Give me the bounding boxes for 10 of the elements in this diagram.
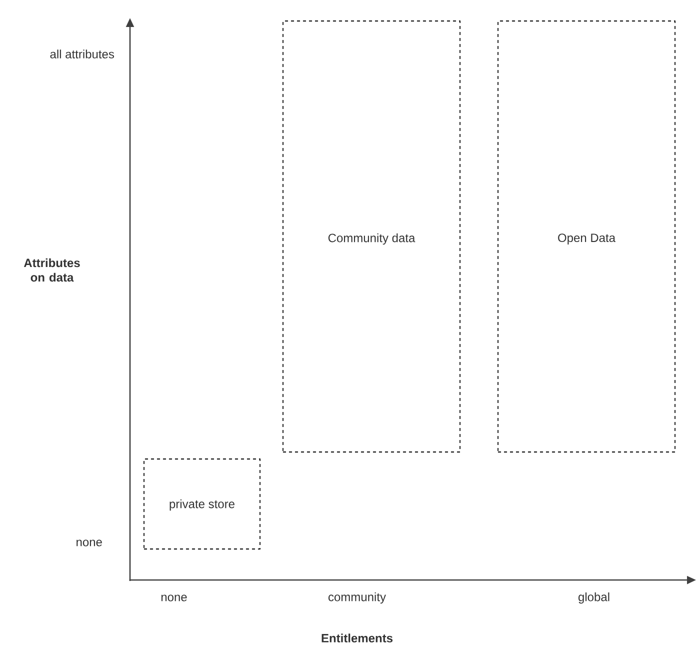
dashed-box: Open Data <box>498 20 676 452</box>
axis-title: Attributes on data <box>24 258 80 282</box>
axis-tick-label: none <box>161 594 187 602</box>
axis-tick-label: community <box>328 592 386 604</box>
dashed-box: private store <box>144 458 260 550</box>
dashed-box: Community data <box>282 20 460 452</box>
axis-tick-label: global <box>578 592 610 604</box>
axis-tick-label: all attributes <box>50 50 114 58</box>
axis-title: Entitlements <box>322 634 393 642</box>
axis-tick-label: none <box>76 540 102 546</box>
